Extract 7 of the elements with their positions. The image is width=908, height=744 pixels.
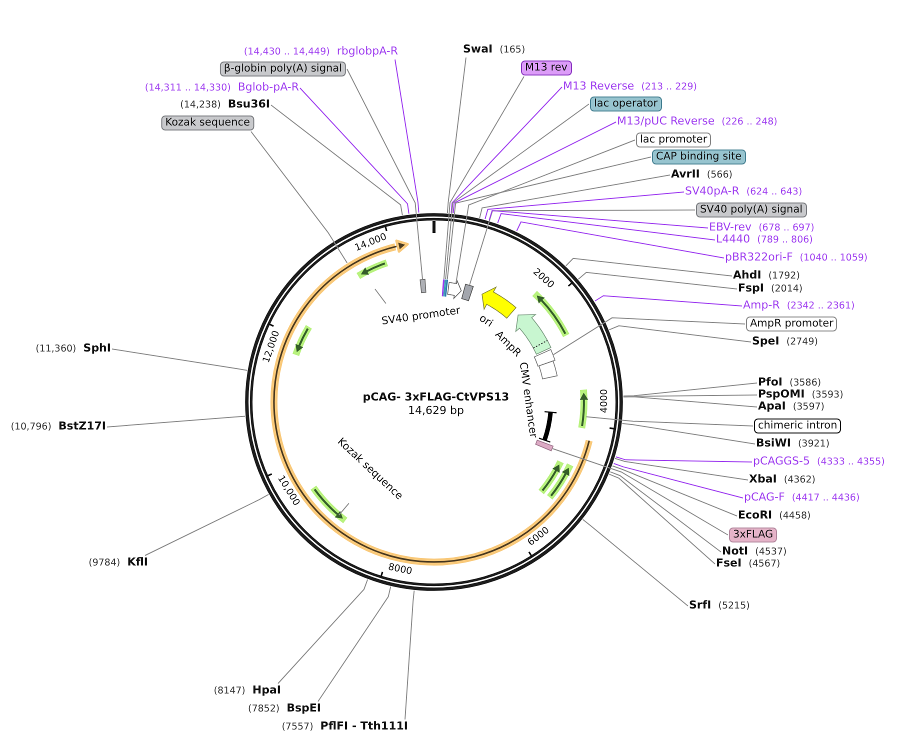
plasmid-name: pCAG- 3xFLAG-CtVPS13 bbox=[362, 390, 510, 404]
tick-label: 4000 bbox=[598, 388, 612, 413]
feature-name: ori bbox=[477, 312, 495, 330]
plasmid-size: 14,629 bp bbox=[408, 405, 464, 417]
tick-label: 8000 bbox=[386, 561, 413, 578]
feature-name: CMV enhancer bbox=[516, 361, 540, 439]
tick-label: 12,000 bbox=[261, 328, 284, 364]
